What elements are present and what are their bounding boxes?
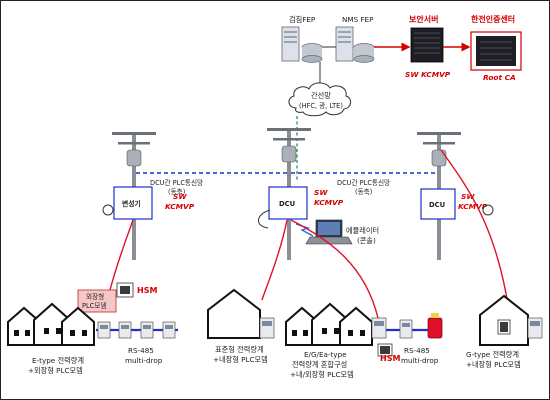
rs485-left-line1: RS-485 xyxy=(128,346,154,355)
e-type-label-line2: +외장형 PLC모뎀 xyxy=(28,366,83,375)
modem-label-line1: 외장형 xyxy=(86,292,104,301)
fep-server xyxy=(281,26,323,63)
fep-label: 검침FEP xyxy=(289,15,316,24)
mixed-label-line1: E/G/Ea-type xyxy=(304,350,347,359)
meter-g-type xyxy=(527,317,543,339)
power-line-right xyxy=(440,149,511,319)
cloud-label-line2: (HFC, 광, LTE) xyxy=(299,102,343,110)
root-ca-tag: Root CA xyxy=(483,73,516,82)
junction-ring-right xyxy=(482,204,494,216)
kcmvp-center-line2: KCMVP xyxy=(314,198,344,207)
power-line-center-loop xyxy=(258,209,271,229)
meter-row-left xyxy=(96,321,178,339)
power-line-center-b xyxy=(290,219,379,319)
rs485-right-line2: multi-drop xyxy=(401,356,439,365)
converter-box xyxy=(113,186,153,220)
kcmvp-right-line2: KCMVP xyxy=(458,202,488,211)
security-server xyxy=(410,27,444,63)
standard-label-line1: 표준형 전력량계 xyxy=(215,345,264,354)
mixed-label-line2: 전력량계 혼합구성 xyxy=(292,360,347,369)
plc-left-label-line2: (동축) xyxy=(168,187,185,196)
meter-standard xyxy=(259,317,275,339)
apartment-cluster-left xyxy=(7,302,95,346)
g-type-label-line1: G-type 전력량계 xyxy=(466,350,519,359)
power-line-left xyxy=(109,219,134,291)
g-type-label-line2: +내장형 PLC모뎀 xyxy=(466,360,521,369)
converter-label: 변성기 xyxy=(122,199,141,208)
external-modem-red-icon xyxy=(427,313,443,339)
laptop-icon xyxy=(305,219,353,245)
rs485-right-line1: RS-485 xyxy=(404,346,430,355)
dcu-box-right xyxy=(420,188,456,220)
plc-right-label-line1: DCU간 PLC통신망 xyxy=(337,178,390,187)
nms-server xyxy=(335,26,375,63)
cloud-label-line1: 간선망 xyxy=(311,91,331,100)
emulator-label-line1: 에뮬레이터 xyxy=(346,226,379,235)
security-server-label: 보안서버 xyxy=(409,14,438,24)
dcu-center-label: DCU xyxy=(279,200,295,208)
hsm-label-left: HSM xyxy=(137,286,157,295)
ca-server xyxy=(470,31,522,71)
house-standard xyxy=(207,288,261,339)
mixed-label-line3: +내/외장형 PLC모뎀 xyxy=(290,370,354,379)
ca-center-label: 한전인증센터 xyxy=(471,14,515,24)
dcu-box-center xyxy=(268,186,308,220)
dcu-right-label: DCU xyxy=(429,201,445,209)
junction-ring-left xyxy=(102,204,114,216)
plc-left-label-line1: DCU간 PLC통신망 xyxy=(150,178,203,187)
security-kcmvp-tag: SW KCMVP xyxy=(405,70,451,79)
emulator-label-line2: (콘솔) xyxy=(357,236,376,245)
nms-label: NMS FEP xyxy=(342,15,374,24)
standard-label-line2: +내장형 PLC모뎀 xyxy=(213,355,268,364)
external-plc-modem xyxy=(77,289,117,313)
house-g-type xyxy=(479,294,529,346)
kcmvp-center-line1: SW xyxy=(314,188,328,197)
hsm-label-center: HSM xyxy=(380,354,400,363)
power-line-center-a xyxy=(261,219,288,301)
kcmvp-right-line1: SW xyxy=(461,192,475,201)
e-type-label-line1: E-type 전력량계 xyxy=(32,356,84,365)
kcmvp-left-line2: KCMVP xyxy=(165,202,195,211)
modem-label-line2: PLC모뎀 xyxy=(82,302,106,310)
plc-right-label-line2: (동축) xyxy=(355,187,372,196)
kcmvp-left-line1: SW xyxy=(173,192,187,201)
rs485-left-line2: multi-drop xyxy=(125,356,163,365)
apartment-cluster-center xyxy=(285,302,373,346)
backbone-cloud xyxy=(288,82,352,117)
